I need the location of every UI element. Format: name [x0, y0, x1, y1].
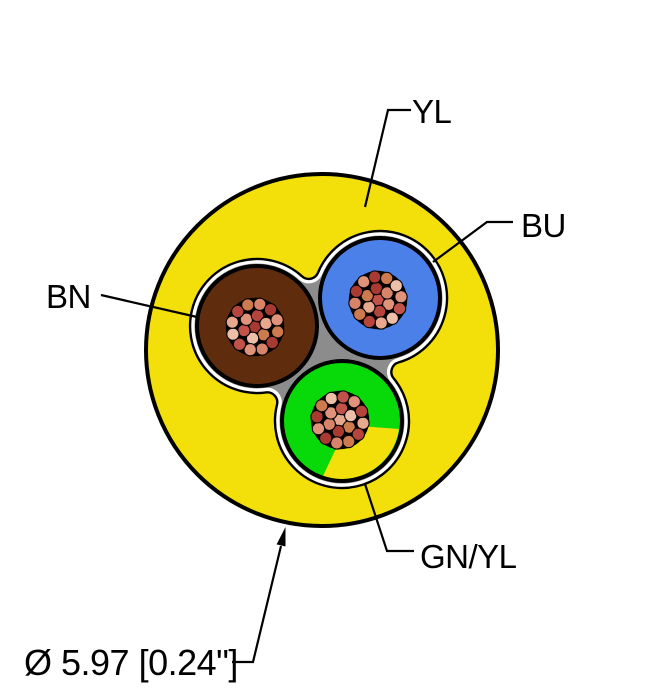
copper-strand [243, 342, 257, 357]
copper-strand [362, 314, 377, 329]
leader-line-bu [432, 220, 513, 263]
copper-strand-cluster-green [310, 390, 370, 450]
label-conductor-gnyl: GN/YL [420, 538, 517, 575]
copper-strand [324, 391, 339, 406]
copper-strand [241, 298, 255, 312]
copper-strand [374, 316, 388, 330]
label-jacket-yl: YL [412, 93, 452, 130]
copper-strand [354, 404, 369, 419]
copper-strand [270, 313, 284, 327]
copper-strand [336, 390, 350, 404]
copper-strand [237, 323, 251, 338]
dimension-text: Ø 5.97 [0.24"] [24, 642, 238, 683]
conductor-brown [195, 264, 319, 388]
copper-strand [394, 290, 408, 304]
copper-strand [347, 395, 361, 409]
copper-strand-cluster-blue [348, 270, 408, 330]
green-insulation-border [280, 359, 404, 483]
copper-strand [392, 301, 407, 316]
copper-strand [263, 303, 278, 317]
leader-line-bn [100, 293, 198, 319]
copper-strand [315, 399, 329, 413]
dimension-arrowhead-icon [276, 527, 286, 547]
copper-strand [353, 307, 367, 321]
copper-strand [348, 296, 362, 310]
copper-strand [232, 337, 247, 351]
copper-strand [265, 335, 279, 350]
copper-strand [311, 421, 326, 436]
copper-strand [349, 284, 364, 299]
label-conductor-bu: BU [521, 207, 566, 244]
copper-strand [259, 316, 273, 331]
copper-strand [380, 286, 394, 300]
conductor-green-yellow [280, 359, 404, 483]
copper-strand [226, 327, 240, 341]
copper-strand [368, 270, 382, 284]
copper-strand [356, 416, 370, 430]
copper-strand [231, 304, 245, 319]
copper-strand [351, 427, 365, 441]
copper-strand [255, 342, 269, 356]
leader-line-gnyl [363, 483, 414, 553]
copper-strand-cluster-brown [225, 297, 285, 357]
copper-strand [341, 434, 356, 449]
copper-strand [357, 275, 371, 289]
copper-strand [385, 311, 399, 325]
copper-strand [310, 410, 324, 424]
leader-line-yl [363, 108, 411, 208]
copper-strand [319, 431, 333, 445]
label-conductor-bn: BN [46, 278, 91, 315]
copper-strand [253, 297, 267, 312]
copper-strand [389, 279, 403, 293]
copper-strand [379, 271, 394, 286]
copper-strand [330, 436, 344, 450]
dimension-leader-line [232, 545, 283, 664]
conductor-blue [318, 236, 442, 360]
copper-strand [225, 315, 240, 329]
